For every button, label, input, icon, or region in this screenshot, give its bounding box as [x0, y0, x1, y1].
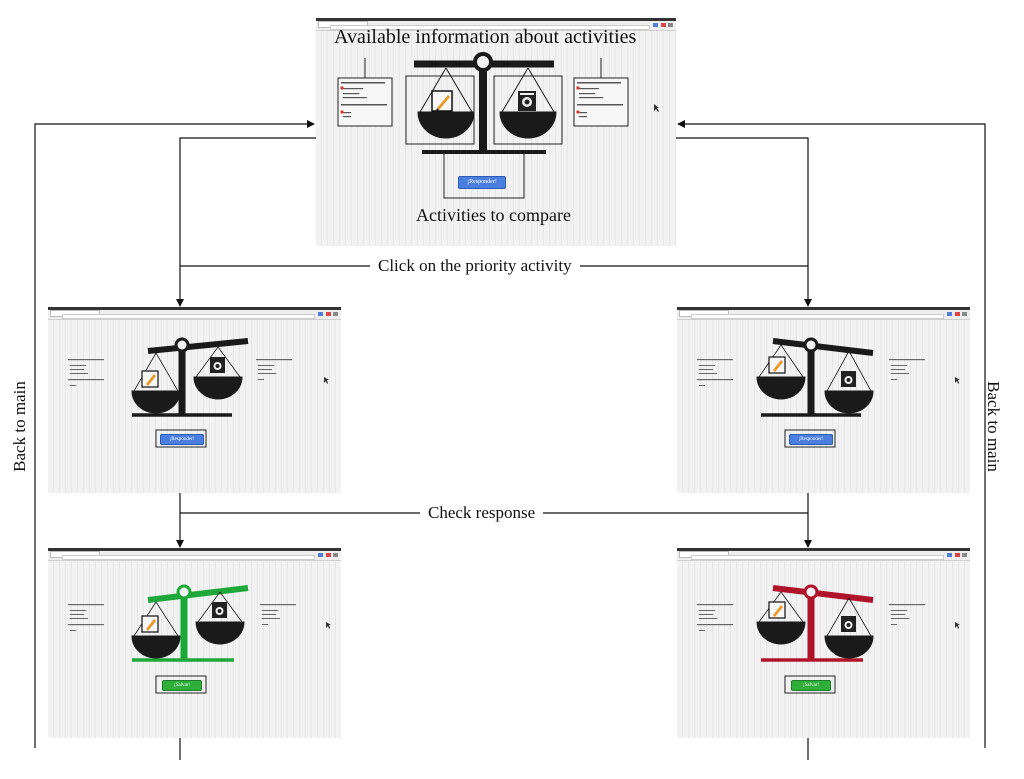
screenshot-wrong: ¡Salvar!: [677, 548, 970, 738]
answer-button[interactable]: ¡Responder!: [789, 434, 833, 445]
arrow-back-left: [34, 120, 315, 748]
submit-button[interactable]: ¡Salvar!: [791, 680, 831, 691]
activity-box-left: [405, 75, 475, 145]
balance-scale: [131, 337, 249, 417]
pencil-icon: [431, 90, 453, 112]
cursor-icon: [324, 377, 329, 384]
arrow-back-right: [677, 120, 986, 748]
balance-scale-correct: [132, 584, 249, 662]
screenshot-select-right: ¡Responder!: [677, 307, 970, 493]
screenshot-correct: ¡Salvar!: [48, 548, 341, 738]
balance-scale: [756, 337, 874, 417]
activity-box-right: [493, 75, 563, 145]
submit-button[interactable]: ¡Salvar!: [162, 680, 202, 691]
label-back-to-main-left: Back to main: [9, 381, 29, 472]
cursor-icon: [955, 377, 960, 384]
label-back-to-main-right: Back to main: [983, 381, 1003, 472]
cursor-icon: [955, 622, 960, 629]
screenshot-select-left: ¡Responder!: [48, 307, 341, 493]
arrow-top-to-right: [676, 137, 812, 307]
cursor-icon: [326, 622, 331, 629]
balance-scale-wrong: [761, 584, 874, 662]
screenshot-main: ¡Responder!: [316, 18, 676, 246]
caption-priority: Click on the priority activity: [370, 257, 580, 274]
arrow-top-to-left: [176, 137, 316, 307]
answer-button[interactable]: ¡Responder!: [458, 176, 506, 189]
caption-activities-compare: Activities to compare: [416, 205, 571, 225]
answer-button[interactable]: ¡Responder!: [160, 434, 204, 445]
info-panel-right: [573, 77, 629, 127]
caption-available-info: Available information about activities: [334, 26, 637, 48]
caption-check-response: Check response: [420, 504, 544, 521]
balance-scale: [414, 52, 557, 154]
info-panel-left: [337, 77, 393, 127]
cursor-icon: [654, 104, 659, 112]
